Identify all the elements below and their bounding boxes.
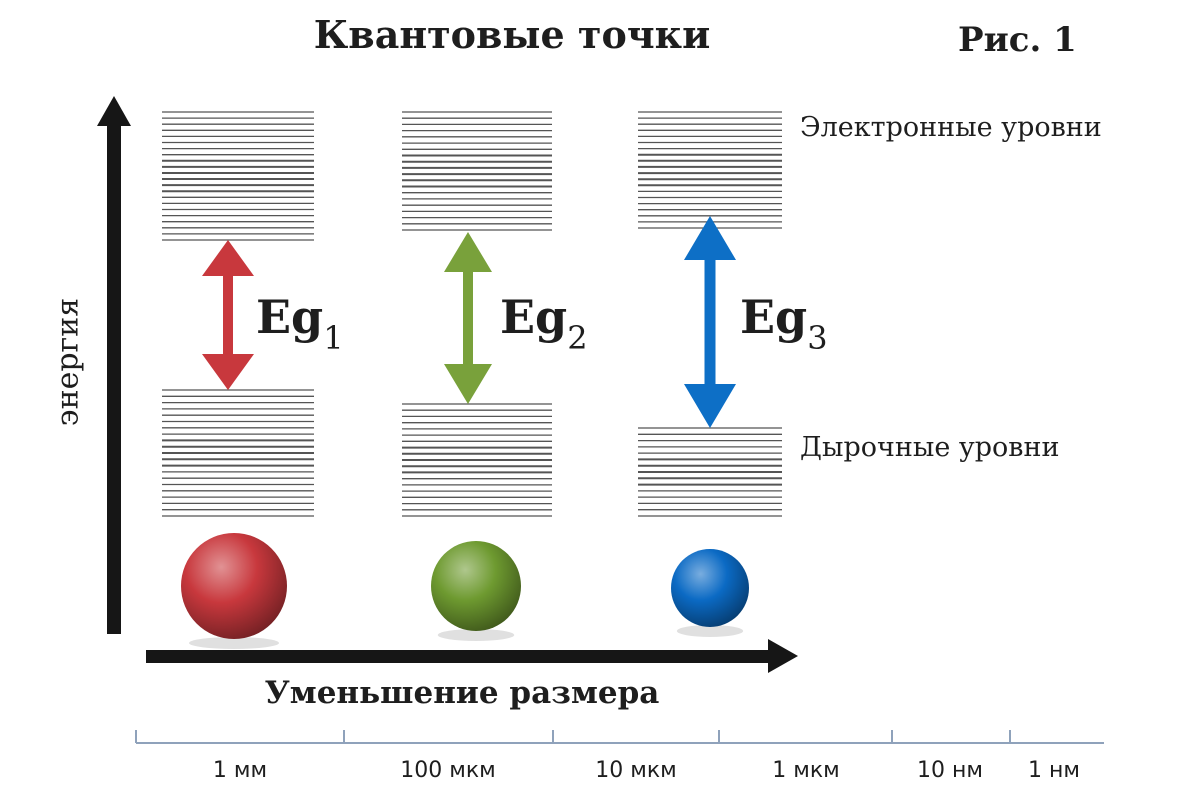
x-axis-arrowhead: [768, 639, 798, 673]
band-gap-arrow-2: [444, 232, 492, 404]
quantum-dot-shadow-1: [188, 637, 280, 649]
hole-levels-label: Дырочные уровни: [800, 432, 1060, 463]
band-gap-label-1: Eg1: [256, 290, 344, 357]
band-gap-symbol-1: Eg: [256, 290, 324, 344]
figure-title: Квантовые точки: [313, 12, 711, 57]
band-gap-arrow-1: [202, 240, 254, 390]
band-gap-arrow-3: [684, 216, 736, 428]
band-gap-index-2: 2: [567, 319, 588, 358]
quantum-dot-2: [431, 541, 521, 631]
scale-label-1um: 1 мкм: [772, 758, 840, 783]
quantum-dot-3: [671, 549, 749, 627]
scale-label-1mm: 1 мм: [212, 758, 268, 783]
scale-label-10um: 10 мкм: [595, 758, 677, 783]
scale-label-10nm: 10 нм: [917, 758, 983, 783]
y-axis-line: [107, 118, 121, 634]
band-gap-label-2: Eg2: [500, 290, 588, 357]
scale-label-100um: 100 мкм: [400, 758, 496, 783]
band-gap-symbol-2: Eg: [500, 290, 568, 344]
quantum-dot-1: [181, 533, 287, 639]
quantum-dot-shadow-3: [676, 625, 744, 637]
quantum-dot-shadow-2: [437, 629, 515, 641]
x-axis-line: [146, 650, 778, 663]
band-gap-index-1: 1: [323, 319, 344, 358]
scale-label-1nm: 1 нм: [1028, 758, 1080, 783]
x-axis-label: Уменьшение размера: [264, 675, 660, 711]
band-gap-label-3: Eg3: [740, 290, 828, 357]
band-gap-index-3: 3: [807, 319, 828, 358]
figure-number: Рис. 1: [958, 20, 1077, 60]
y-axis-arrowhead: [97, 96, 131, 126]
electron-levels-label: Электронные уровни: [800, 112, 1102, 143]
y-axis-label: энергия: [50, 297, 86, 427]
band-gap-symbol-3: Eg: [740, 290, 808, 344]
